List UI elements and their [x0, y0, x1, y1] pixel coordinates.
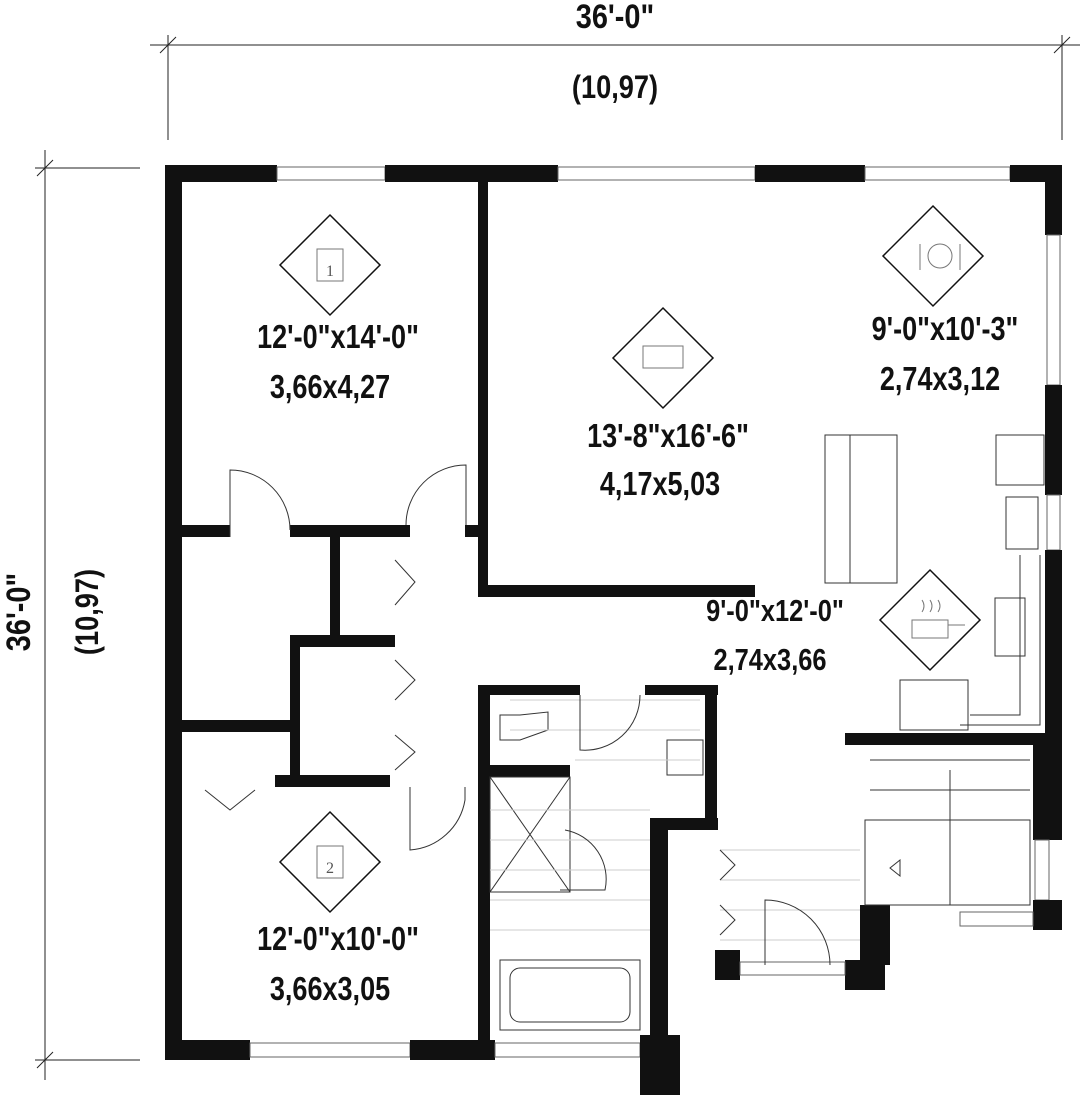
- fixtures: [204, 434, 1045, 1031]
- dining-room-label: 9'-0"x10'-3" 2,74x3,12: [872, 312, 1019, 398]
- svg-text:9'-0"x12'-0": 9'-0"x12'-0": [706, 594, 844, 629]
- bed-icon: 1: [278, 213, 382, 317]
- svg-text:3,66x4,27: 3,66x4,27: [270, 370, 390, 406]
- toilet: [499, 711, 549, 741]
- plate-icon: [881, 204, 985, 308]
- sofa-icon: [611, 306, 715, 410]
- overall-width-metric: (10,97): [572, 70, 658, 106]
- living-room-label: 13'-8"x16'-6" 4,17x5,03: [587, 419, 749, 503]
- svg-text:9'-0"x10'-3": 9'-0"x10'-3": [872, 312, 1019, 348]
- bathtub: [499, 959, 641, 1031]
- kitchen-sink: [1005, 496, 1039, 550]
- cooking-pot-icon: [878, 568, 982, 672]
- counter: [899, 679, 969, 731]
- svg-text:4,17x5,03: 4,17x5,03: [600, 467, 720, 503]
- svg-text:12'-0"x14'-0": 12'-0"x14'-0": [257, 320, 419, 356]
- overall-depth-imperial: 36'-0": [0, 573, 38, 651]
- kitchen-label: 9'-0"x12'-0" 2,74x3,66: [706, 594, 844, 678]
- exterior-walls: [165, 165, 1062, 1095]
- kitchen-island: [824, 434, 898, 584]
- overall-width-imperial: 36'-0": [576, 0, 654, 36]
- interior-walls: [165, 182, 1062, 1040]
- shower: [489, 776, 571, 893]
- bathroom-sink: [666, 739, 704, 776]
- bedroom-2-label: 12'-0"x10'-0" 3,66x3,05: [257, 922, 419, 1008]
- top-dimension-line: [150, 35, 1080, 140]
- svg-text:1: 1: [326, 263, 334, 280]
- svg-text:2,74x3,12: 2,74x3,12: [880, 362, 1000, 398]
- bedroom-1-label: 12'-0"x14'-0" 3,66x4,27: [257, 320, 419, 406]
- left-dimension-line: [35, 150, 140, 1080]
- svg-text:12'-0"x10'-0": 12'-0"x10'-0": [257, 922, 419, 958]
- svg-text:2: 2: [326, 860, 334, 877]
- range: [995, 434, 1045, 486]
- svg-text:13'-8"x16'-6": 13'-8"x16'-6": [587, 419, 749, 455]
- bed-icon: 2: [278, 810, 382, 914]
- svg-text:3,66x3,05: 3,66x3,05: [270, 972, 390, 1008]
- stairs: [864, 819, 1031, 906]
- svg-text:2,74x3,66: 2,74x3,66: [713, 643, 826, 678]
- overall-depth-metric: (10,97): [70, 569, 106, 655]
